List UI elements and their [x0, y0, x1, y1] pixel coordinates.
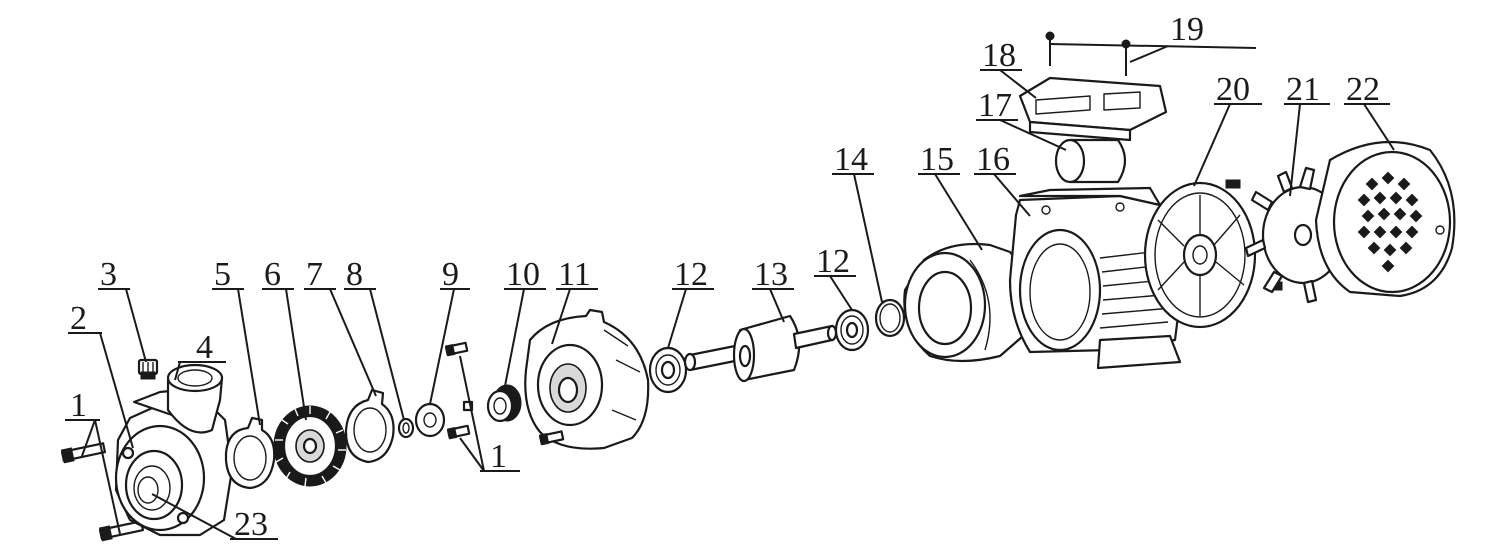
label-9: 9: [442, 256, 459, 293]
part-labels: 1 2 3 4 5 6 7 8 9 10 11 12 13 12 14 15 1…: [70, 11, 1380, 543]
label-1-rear: 1: [490, 438, 507, 475]
label-8: 8: [346, 256, 363, 293]
part-19-cover-screws: [1045, 31, 1131, 76]
label-20: 20: [1216, 71, 1250, 108]
part-23-wear-ring: [137, 476, 159, 504]
label-16: 16: [976, 141, 1010, 178]
part-7-seal-plate: [344, 388, 395, 464]
part-10-mechanical-seal: [486, 384, 522, 423]
label-18: 18: [982, 37, 1016, 74]
label-19: 19: [1170, 11, 1204, 48]
label-7: 7: [306, 256, 323, 293]
label-22: 22: [1346, 71, 1380, 108]
part-13-rotor-shaft: [683, 314, 838, 383]
part-18-terminal-box-cover: [1018, 76, 1168, 142]
label-12-front: 12: [674, 256, 708, 293]
part-8-circlip: [397, 417, 415, 439]
label-17: 17: [978, 87, 1012, 124]
part-20-end-shield: [1143, 179, 1283, 329]
label-15: 15: [920, 141, 954, 178]
part-17-capacitor: [1054, 138, 1127, 184]
label-1-front: 1: [70, 387, 87, 424]
part-12-bearing-rear: [834, 308, 870, 352]
label-23: 23: [234, 506, 268, 543]
label-12-rear: 12: [816, 243, 850, 280]
part-15-stator: [903, 242, 1034, 363]
label-21: 21: [1286, 71, 1320, 108]
part-1-bolts-rear: [444, 341, 474, 440]
part-3-plug: [137, 358, 159, 380]
part-5-gasket: [224, 416, 276, 490]
label-5: 5: [214, 256, 231, 293]
leader-lines: [65, 43, 1395, 540]
part-9-washer: [414, 402, 446, 438]
label-6: 6: [264, 256, 281, 293]
label-14: 14: [834, 141, 868, 178]
label-4: 4: [196, 329, 213, 366]
part-4-outlet: [166, 363, 224, 434]
part-11-bracket: [524, 308, 650, 450]
part-12-bearing-front: [648, 346, 688, 394]
label-11: 11: [558, 256, 591, 293]
label-13: 13: [754, 256, 788, 293]
label-2: 2: [70, 300, 87, 337]
part-6-impeller: [273, 405, 347, 487]
label-10: 10: [506, 256, 540, 293]
part-22-fan-cover: [1314, 140, 1456, 298]
label-3: 3: [100, 256, 117, 293]
part-14-o-ring: [874, 298, 906, 338]
